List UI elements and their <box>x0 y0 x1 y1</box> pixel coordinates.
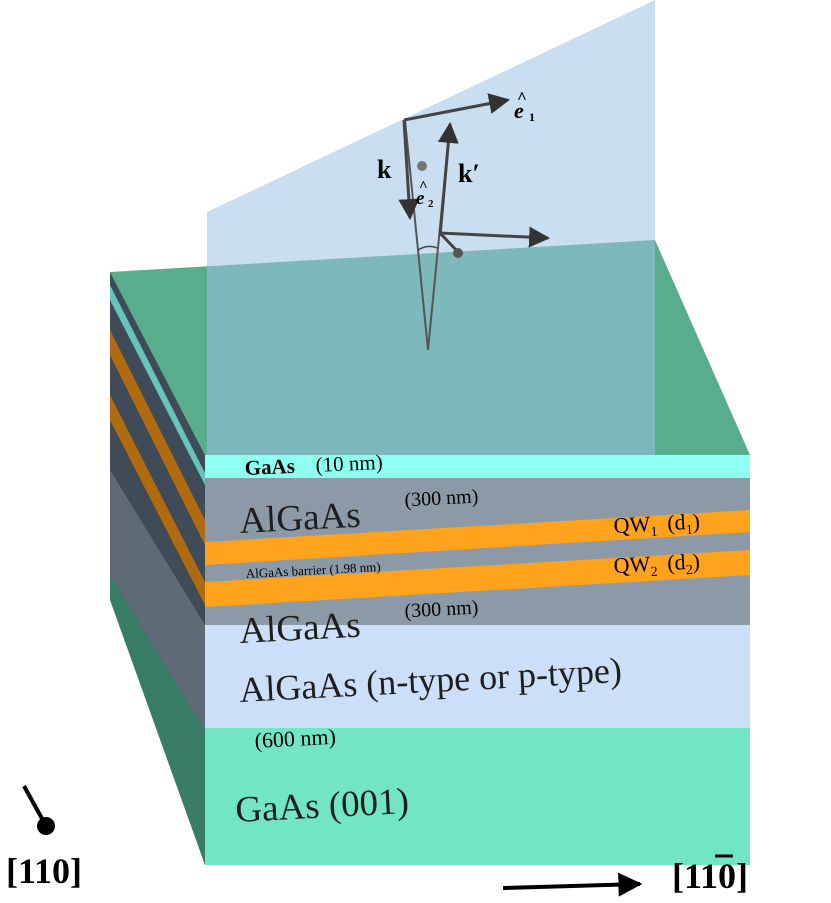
k-prime-arrow <box>437 121 459 237</box>
k-prime-label: k′ <box>458 159 480 188</box>
svg-text:QW2(d2): QW2(d2) <box>613 549 701 582</box>
lower-barrier-label: AlGaAs (300 nm) <box>238 596 479 652</box>
e1-label: ^ e 1 <box>514 88 535 124</box>
svg-text:AlGaAs: AlGaAs <box>238 495 361 542</box>
incidence-plane <box>207 0 655 455</box>
e2-prime-segment <box>438 231 460 254</box>
doped-layer <box>205 625 750 728</box>
qw1-layer <box>205 510 750 565</box>
svg-text:(300 nm): (300 nm) <box>404 596 479 622</box>
svg-text:^: ^ <box>419 179 428 195</box>
angle-arc <box>417 245 438 251</box>
qw2-layer <box>205 550 750 607</box>
cap-layer-label: GaAs (10 nm) <box>244 450 383 480</box>
svg-text:(600 nm): (600 nm) <box>254 724 336 753</box>
block-front-face <box>205 455 750 865</box>
svg-text:QW1(d1): QW1(d1) <box>613 509 701 542</box>
direction-110-label: [110] <box>6 851 82 891</box>
svg-text:AlGaAs: AlGaAs <box>238 605 361 652</box>
svg-text:2: 2 <box>428 198 434 210</box>
qw1-label: QW1(d1) <box>613 509 701 542</box>
substrate-layer <box>205 728 750 865</box>
svg-text:GaAs (001): GaAs (001) <box>234 781 410 831</box>
e1-arrow <box>403 93 511 122</box>
svg-text:(300 nm): (300 nm) <box>404 485 479 511</box>
inner-barrier-label: AlGaAs barrier (1.98 nm) <box>245 559 381 581</box>
doped-thickness-label: (600 nm) <box>254 724 336 753</box>
qw2-label: QW2(d2) <box>613 549 701 582</box>
direction-1m10-label: [110] <box>672 856 748 896</box>
k-arrow <box>398 119 420 221</box>
svg-text:GaAs: GaAs <box>244 454 295 480</box>
e2-prime-dot <box>453 248 463 258</box>
substrate-label: GaAs (001) <box>234 781 410 831</box>
svg-text:^: ^ <box>517 88 527 107</box>
svg-text:e: e <box>416 188 425 209</box>
direction-110-indicator: [110] <box>6 785 82 891</box>
optics-group <box>398 93 551 351</box>
svg-text:e: e <box>514 98 524 123</box>
svg-text:1: 1 <box>529 110 535 124</box>
direction-arrow-icon <box>502 872 643 897</box>
upper-barrier-label: AlGaAs (300 nm) <box>238 485 479 542</box>
cap-layer <box>205 455 750 478</box>
svg-text:AlGaAs barrier (1.98 nm): AlGaAs barrier (1.98 nm) <box>245 559 381 581</box>
direction-1m10-indicator: [110] <box>502 854 748 897</box>
direction-110-dot-icon <box>37 817 55 835</box>
svg-text:(10 nm): (10 nm) <box>315 450 383 477</box>
e1-prime-arrow <box>439 226 551 248</box>
incident-beam-line <box>404 119 429 351</box>
k-label: k <box>377 155 392 184</box>
block-side-face <box>110 272 205 865</box>
e2-dot <box>417 161 427 171</box>
e2-label: ^ e 2 <box>416 179 434 210</box>
